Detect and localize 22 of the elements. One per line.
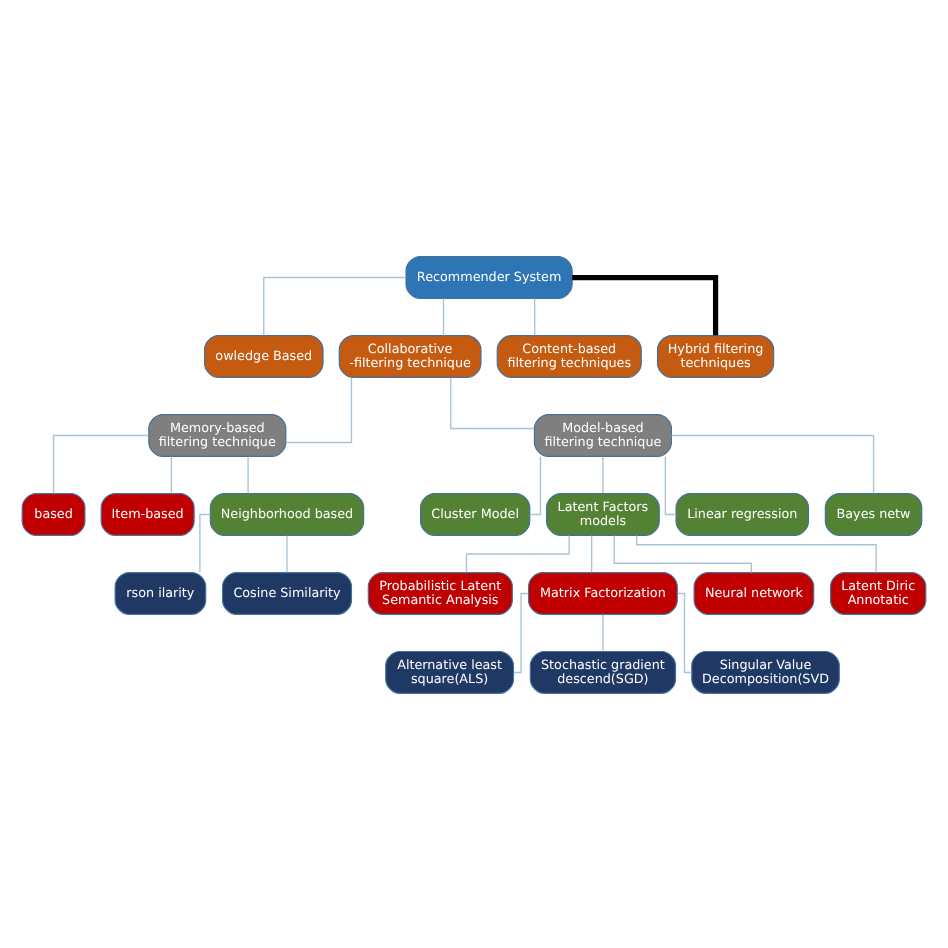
connector [664, 454, 677, 515]
connector [286, 533, 288, 572]
connector [285, 376, 353, 443]
connector [513, 591, 529, 673]
connector [170, 454, 173, 493]
connector [602, 454, 604, 493]
connector [613, 533, 752, 573]
connector [590, 533, 593, 572]
connector [534, 297, 536, 335]
connector [199, 512, 211, 572]
connector [247, 454, 249, 493]
connector [529, 454, 542, 515]
connector [465, 533, 570, 573]
connector [52, 433, 150, 494]
connector [450, 376, 535, 429]
connector [636, 533, 877, 573]
connector [442, 297, 445, 335]
connector [602, 612, 604, 651]
connector [676, 591, 693, 673]
connector [572, 273, 719, 335]
connector [263, 275, 407, 336]
connector [670, 433, 875, 494]
